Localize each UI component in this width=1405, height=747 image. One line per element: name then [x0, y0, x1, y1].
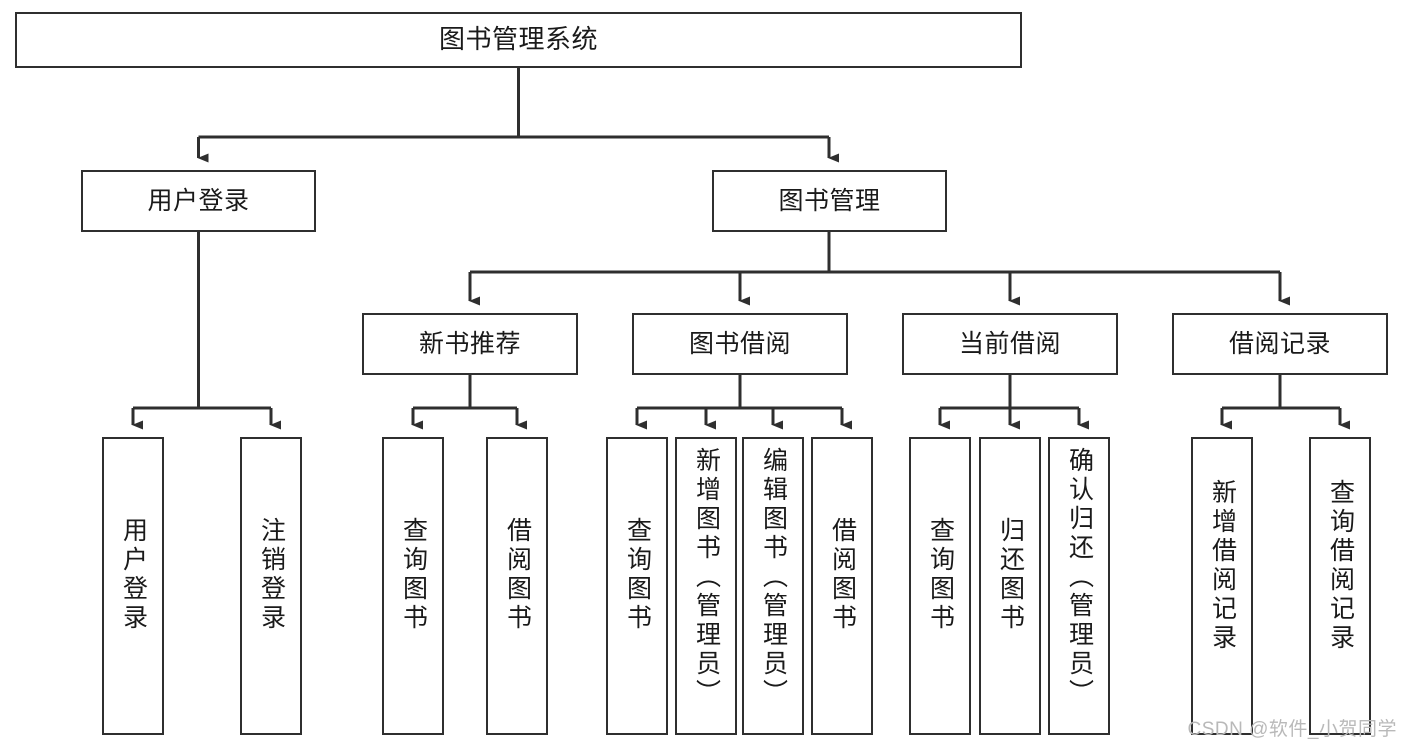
leaf-query-book-2-label: 查询图书	[623, 517, 652, 633]
node-borrow-record-label: 借阅记录	[1228, 329, 1331, 358]
leaf-query-borrow-record[interactable]: 查询借阅记录	[1309, 437, 1371, 735]
leaf-query-book-3-label: 查询图书	[926, 517, 955, 633]
node-current-borrow-label: 当前借阅	[958, 329, 1061, 358]
leaf-add-borrow-record-label: 新增借阅记录	[1208, 479, 1237, 653]
leaf-add-book[interactable]: 新增图书（管理员）	[675, 437, 737, 735]
leaf-query-borrow-record-label: 查询借阅记录	[1326, 479, 1355, 653]
leaf-return-book[interactable]: 归还图书	[979, 437, 1041, 735]
node-user-login-label: 用户登录	[147, 186, 250, 215]
node-book-management[interactable]: 图书管理	[712, 170, 947, 232]
leaf-query-book-1-label: 查询图书	[399, 517, 428, 633]
csdn-watermark: CSDN @软件_小贺同学	[1187, 719, 1397, 740]
leaf-edit-book[interactable]: 编辑图书（管理员）	[742, 437, 804, 735]
leaf-borrow-book-2-label: 借阅图书	[828, 517, 857, 633]
node-new-book-recommend[interactable]: 新书推荐	[362, 313, 578, 375]
leaf-return-book-label: 归还图书	[996, 517, 1025, 633]
leaf-logout-login-label: 注销登录	[257, 517, 286, 633]
node-root-label: 图书管理系统	[438, 24, 598, 55]
node-new-book-recommend-label: 新书推荐	[418, 329, 521, 358]
leaf-edit-book-label: 编辑图书（管理员）	[759, 447, 788, 708]
node-current-borrow[interactable]: 当前借阅	[902, 313, 1118, 375]
leaf-user-login-label: 用户登录	[119, 517, 148, 633]
node-book-borrow[interactable]: 图书借阅	[632, 313, 848, 375]
leaf-confirm-return[interactable]: 确认归还（管理员）	[1048, 437, 1110, 735]
leaf-query-book-2[interactable]: 查询图书	[606, 437, 668, 735]
leaf-confirm-return-label: 确认归还（管理员）	[1065, 447, 1094, 708]
node-user-login[interactable]: 用户登录	[81, 170, 316, 232]
node-borrow-record[interactable]: 借阅记录	[1172, 313, 1388, 375]
leaf-user-login[interactable]: 用户登录	[102, 437, 164, 735]
node-book-borrow-label: 图书借阅	[688, 329, 791, 358]
leaf-borrow-book-1-label: 借阅图书	[503, 517, 532, 633]
node-book-management-label: 图书管理	[778, 186, 881, 215]
leaf-query-book-1[interactable]: 查询图书	[382, 437, 444, 735]
node-root[interactable]: 图书管理系统	[15, 12, 1022, 68]
leaf-add-borrow-record[interactable]: 新增借阅记录	[1191, 437, 1253, 735]
leaf-query-book-3[interactable]: 查询图书	[909, 437, 971, 735]
leaf-logout-login[interactable]: 注销登录	[240, 437, 302, 735]
leaf-borrow-book-1[interactable]: 借阅图书	[486, 437, 548, 735]
leaf-add-book-label: 新增图书（管理员）	[692, 447, 721, 708]
leaf-borrow-book-2[interactable]: 借阅图书	[811, 437, 873, 735]
